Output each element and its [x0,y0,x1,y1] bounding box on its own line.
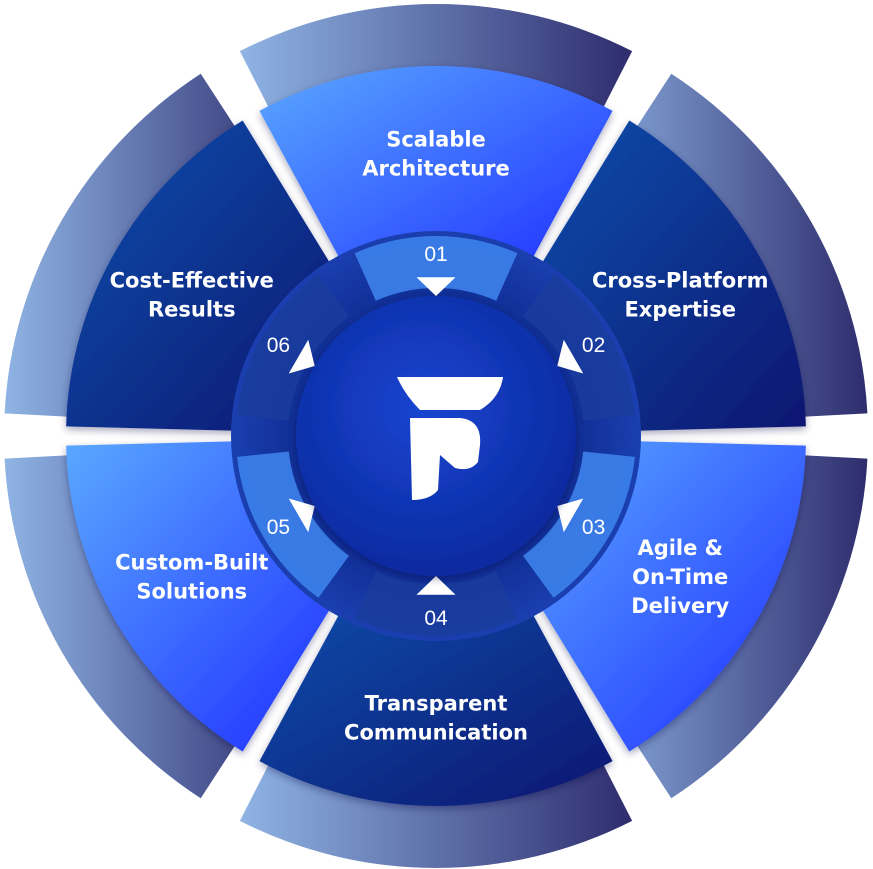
number-tab-04 [354,571,518,636]
number-tab-03 [522,451,635,598]
segment-title-line: Delivery [631,594,729,618]
segment-number-04: 04 [424,607,448,630]
brand-logo-icon [397,377,503,500]
pointer-06 [288,339,315,374]
segment-number-03: 03 [582,516,605,539]
segment-title-line: Scalable [386,128,486,152]
segment-number-05: 05 [267,516,290,539]
segment-number-06: 06 [267,334,290,357]
pointer-03 [557,498,584,533]
segment-title-line: Agile & [637,536,723,560]
pointer-01 [416,277,456,296]
segment-title-line: Transparent [365,692,508,716]
number-tab-01 [354,235,518,301]
segment-04 [259,589,613,807]
pointer-05 [288,498,315,533]
segment-01 [259,65,613,283]
number-tab-05 [237,451,350,598]
number-tab-06 [237,274,350,421]
segment-number-01: 01 [424,243,447,266]
number-tab-02 [522,274,635,421]
segment-title-line: Expertise [624,298,736,322]
segment-title-line: Solutions [136,580,247,604]
segment-title-line: Cross-Platform [592,269,769,293]
segment-number-02: 02 [582,334,605,357]
center-hub [296,296,576,576]
segment-title-line: Communication [344,721,528,745]
segment-title-line: Cost-Effective [110,269,274,293]
pointer-04 [416,576,456,595]
segment-title-line: Architecture [362,157,510,181]
segment-title-line: Results [148,298,236,322]
pointer-02 [557,339,584,374]
segment-title-line: Custom-Built [115,551,268,575]
segment-title-line: On-Time [632,565,728,589]
